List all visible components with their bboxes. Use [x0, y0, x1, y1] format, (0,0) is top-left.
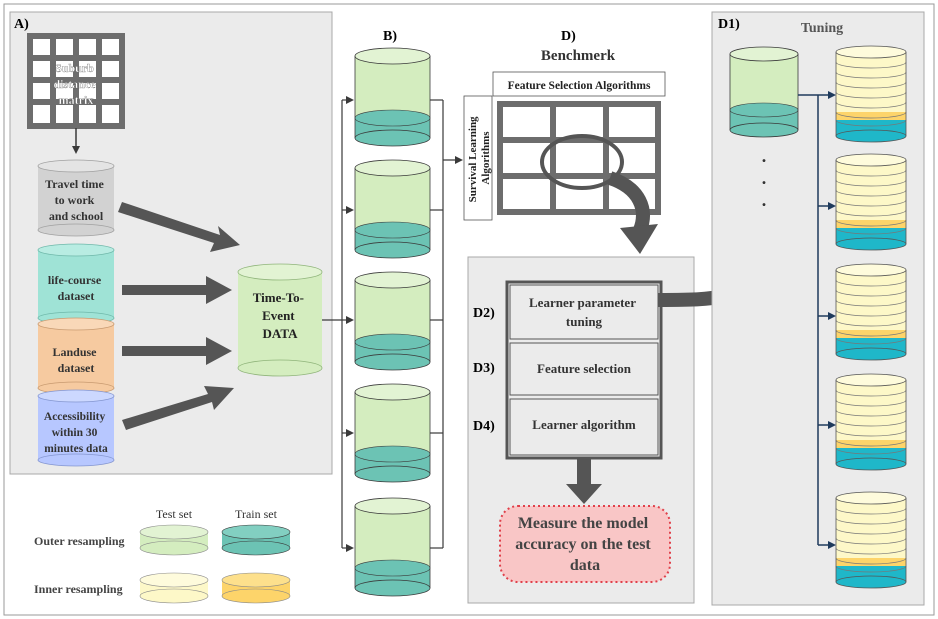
inner-stack-3	[835, 263, 907, 361]
inner-stack-1	[835, 45, 907, 143]
legend-outer-resampling-label: Outer resampling	[34, 534, 125, 548]
legend-inner-train-swatch	[221, 572, 291, 604]
legend-inner-resampling-label: Inner resampling	[34, 582, 123, 596]
panel-d-label: D)	[561, 29, 576, 44]
legend-outer-train-swatch	[221, 524, 291, 556]
measure-accuracy-box	[499, 505, 671, 583]
panel-d4-label: D4)	[473, 419, 495, 434]
panel-d1-label: D1)	[718, 17, 740, 32]
inner-stack-4	[835, 373, 907, 471]
learner-parameter-tuning-label: Learner parameter tuning	[529, 295, 639, 329]
suburb-distance-matrix-icon	[27, 33, 125, 129]
legend-outer-test-swatch	[139, 524, 209, 556]
benchmark-title: Benchmerk	[541, 48, 616, 64]
survival-learning-algorithms-label: Survival Learning Algorithms	[467, 114, 492, 203]
travel-time-cylinder	[37, 159, 115, 237]
ellipsis-dot-1: .	[762, 146, 767, 166]
magnifier-icon	[540, 134, 658, 254]
inner-stack-5	[835, 491, 907, 589]
b-cylinder-3	[354, 271, 431, 371]
ellipsis-dot-2: .	[762, 168, 767, 188]
panel-d3-label: D3)	[473, 361, 495, 376]
panel-a-label: A)	[14, 17, 29, 32]
panel-b-label: B)	[383, 29, 397, 44]
suburb-matrix-label: Suburb distance matrix	[54, 61, 99, 107]
learner-algorithm-box	[509, 398, 659, 456]
measure-accuracy-label: Measure the model accuracy on the test d…	[515, 515, 655, 574]
feature-selection-label: Feature selection	[537, 361, 632, 376]
b-cylinder-2	[354, 159, 431, 259]
tuning-title: Tuning	[801, 21, 843, 36]
legend-test-set-label: Test set	[156, 507, 193, 521]
b-cylinder-4	[354, 383, 431, 483]
b-cylinder-5	[354, 497, 431, 597]
ellipsis-dot-3: .	[762, 190, 767, 210]
accessibility-label: Accessibility within 30 minutes data	[44, 411, 108, 455]
travel-time-label: Travel time to work and school	[45, 177, 107, 223]
legend-inner-test-swatch	[139, 572, 209, 604]
feature-selection-algorithms-header	[492, 71, 666, 97]
life-course-cylinder	[37, 243, 115, 325]
learner-algorithm-label: Learner algorithm	[532, 417, 636, 432]
feature-selection-box	[509, 342, 659, 396]
inner-resampling-stacks	[835, 45, 907, 589]
legend-train-set-label: Train set	[235, 507, 278, 521]
panel-d2-label: D2)	[473, 306, 495, 321]
learner-parameter-tuning-box	[509, 284, 659, 340]
d1-tree-connectors	[798, 91, 836, 549]
b-tree-connectors	[322, 96, 463, 552]
inner-stack-2	[835, 153, 907, 251]
down-arrow	[566, 458, 602, 504]
feature-selection-algorithms-label: Feature Selection Algorithms	[508, 80, 651, 92]
accessibility-cylinder	[37, 389, 115, 467]
b-cylinder-1	[354, 47, 431, 147]
life-course-label: life-course dataset	[48, 273, 104, 303]
input-arrows	[118, 202, 240, 430]
landuse-label: Landuse dataset	[52, 345, 99, 375]
d1-cylinder	[729, 46, 799, 138]
tte-label: Time-To- Event DATA	[253, 290, 308, 341]
time-to-event-cylinder	[237, 263, 323, 377]
survival-learning-algorithms-header	[463, 95, 493, 221]
